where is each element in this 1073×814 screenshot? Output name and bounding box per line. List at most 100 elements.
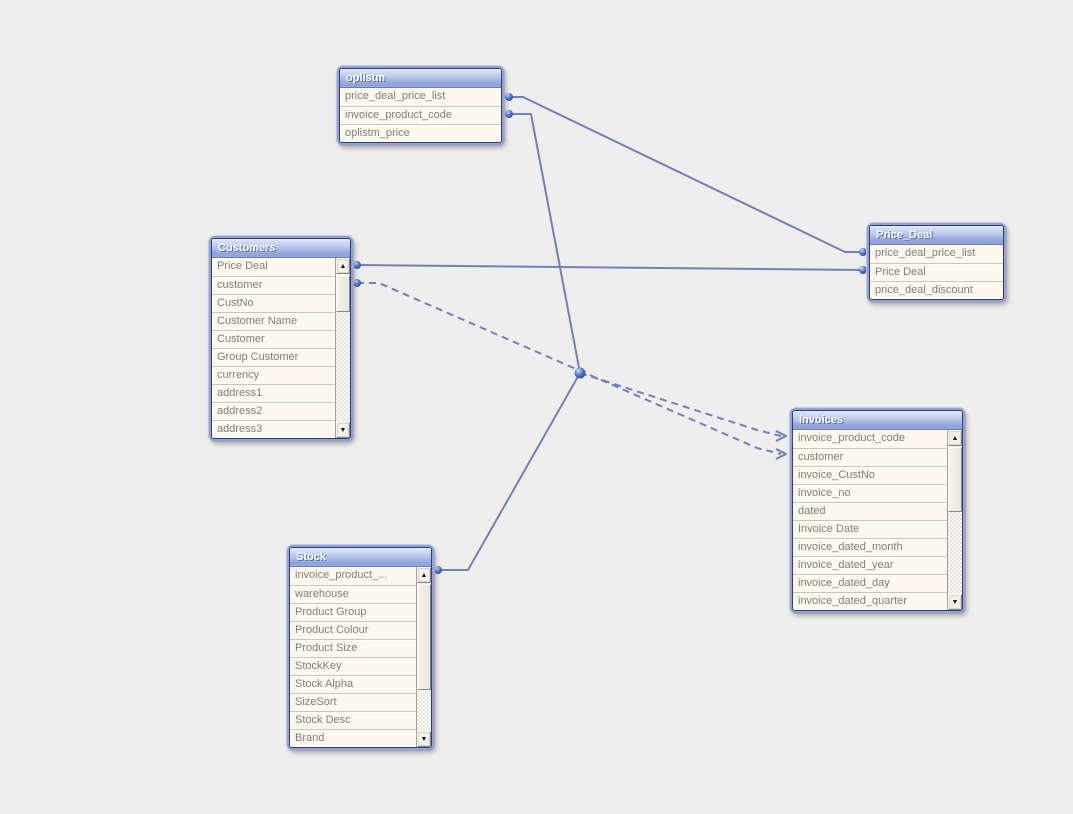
scrollbar-down-button[interactable]: ▼ <box>417 731 431 747</box>
connector-customers-invoices <box>357 282 782 455</box>
endpoint-dot-stock <box>434 566 442 574</box>
field-row[interactable]: address2 <box>212 402 335 420</box>
table-title: oplistm <box>346 72 386 84</box>
field-row[interactable]: dated <box>793 502 947 520</box>
arrowhead-junction-invoices-icon <box>775 430 787 442</box>
connector-junction-invoices <box>579 372 782 437</box>
table-title: Price_Deal <box>876 229 933 241</box>
connector-customers-pricedeal <box>356 264 864 271</box>
field-row[interactable]: Stock Desc <box>290 711 416 729</box>
field-row[interactable]: invoice_dated_month <box>793 538 947 556</box>
field-row[interactable]: price_deal_discount <box>870 281 1003 299</box>
table-header[interactable]: Customers <box>212 239 350 258</box>
field-row[interactable]: Product Colour <box>290 621 416 639</box>
endpoint-dot-oplistm-2 <box>505 110 513 118</box>
scrollbar-track[interactable]: ▲ ▼ <box>947 430 962 610</box>
field-label: price_deal_price_list <box>875 247 976 259</box>
field-label: invoice_CustNo <box>798 469 876 481</box>
field-label: StockKey <box>295 660 342 672</box>
table-header[interactable]: oplistm <box>340 69 501 88</box>
field-row[interactable]: invoice_CustNo <box>793 466 947 484</box>
field-row[interactable]: oplistm_price <box>340 124 501 142</box>
scrollbar-thumb[interactable] <box>948 447 962 512</box>
field-row[interactable]: invoice_product_code <box>793 430 947 448</box>
table-stock[interactable]: Stock invoice_product_... warehouse Prod… <box>287 545 434 750</box>
scrollbar-track[interactable]: ▲ ▼ <box>416 567 431 747</box>
field-row[interactable]: price_deal_price_list <box>340 88 501 106</box>
field-row[interactable]: Product Group <box>290 603 416 621</box>
table-customers[interactable]: Customers Price Deal customer CustNo Cus… <box>209 236 353 441</box>
field-label: invoice_dated_quarter <box>798 595 907 607</box>
field-label: customer <box>798 451 844 463</box>
field-row[interactable]: CustNo <box>212 294 335 312</box>
field-row[interactable]: customer <box>212 276 335 294</box>
scrollbar-up-button[interactable]: ▲ <box>417 567 431 583</box>
arrowhead-customers-invoices-icon <box>775 448 787 460</box>
table-header[interactable]: Invoices <box>793 411 962 430</box>
field-row[interactable]: Brand <box>290 729 416 747</box>
endpoint-dot-customers-1 <box>353 261 361 269</box>
table-title: Customers <box>218 242 276 254</box>
triangle-down-icon: ▼ <box>420 735 428 743</box>
field-label: invoice_dated_day <box>798 577 890 589</box>
field-label: Product Size <box>295 642 358 654</box>
endpoint-dot-pricedeal-1 <box>859 248 867 256</box>
field-row[interactable]: Invoice Date <box>793 520 947 538</box>
scrollbar-down-button[interactable]: ▼ <box>336 422 350 438</box>
scrollbar-up-button[interactable]: ▲ <box>948 430 962 446</box>
field-row[interactable]: Price Deal <box>212 258 335 276</box>
scrollbar-thumb[interactable] <box>336 275 350 312</box>
field-label: Invoice Date <box>798 523 860 535</box>
table-header[interactable]: Stock <box>290 548 431 567</box>
field-label: Stock Alpha <box>295 678 354 690</box>
field-label: price_deal_price_list <box>345 90 446 102</box>
scrollbar-down-button[interactable]: ▼ <box>948 594 962 610</box>
field-label: invoice_dated_year <box>798 559 894 571</box>
field-row[interactable]: Customer Name <box>212 312 335 330</box>
field-row[interactable]: Price Deal <box>870 263 1003 281</box>
field-row[interactable]: Stock Alpha <box>290 675 416 693</box>
field-row[interactable]: address1 <box>212 384 335 402</box>
field-row[interactable]: SizeSort <box>290 693 416 711</box>
table-price-deal[interactable]: Price_Deal price_deal_price_list Price D… <box>867 223 1006 302</box>
triangle-down-icon: ▼ <box>951 598 959 606</box>
field-row[interactable]: invoice_dated_year <box>793 556 947 574</box>
field-label: invoice_product_code <box>798 432 906 444</box>
connector-oplistm-pricedeal <box>509 96 863 253</box>
field-label: Customer Name <box>217 315 298 327</box>
field-row[interactable]: warehouse <box>290 585 416 603</box>
field-row[interactable]: customer <box>793 448 947 466</box>
table-invoices[interactable]: Invoices invoice_product_code customer i… <box>790 408 965 613</box>
field-row[interactable]: Group Customer <box>212 348 335 366</box>
table-title: Stock <box>296 551 326 563</box>
field-label: oplistm_price <box>345 127 410 139</box>
field-label: invoice_dated_month <box>798 541 903 553</box>
table-oplistm[interactable]: oplistm price_deal_price_list invoice_pr… <box>337 66 504 145</box>
triangle-up-icon: ▲ <box>339 262 347 270</box>
field-row[interactable]: address3 <box>212 420 335 438</box>
field-label: Product Group <box>295 606 367 618</box>
field-label: address2 <box>217 405 263 417</box>
field-label: CustNo <box>217 297 254 309</box>
field-label: address1 <box>217 387 263 399</box>
field-label: invoice_no <box>798 487 851 499</box>
field-row[interactable]: currency <box>212 366 335 384</box>
field-row[interactable]: invoice_dated_day <box>793 574 947 592</box>
field-label: invoice_product_... <box>295 569 388 581</box>
field-row[interactable]: invoice_no <box>793 484 947 502</box>
field-row[interactable]: StockKey <box>290 657 416 675</box>
scrollbar-track[interactable]: ▲ ▼ <box>335 258 350 438</box>
endpoint-dot-oplistm-1 <box>505 93 513 101</box>
scrollbar-up-button[interactable]: ▲ <box>336 258 350 274</box>
field-row[interactable]: invoice_product_code <box>340 106 501 124</box>
field-label: Group Customer <box>217 351 299 363</box>
field-row[interactable]: Product Size <box>290 639 416 657</box>
field-row[interactable]: invoice_dated_quarter <box>793 592 947 610</box>
scrollbar-thumb[interactable] <box>417 584 431 690</box>
field-label: SizeSort <box>295 696 337 708</box>
connector-stock-junction <box>438 372 581 571</box>
field-row[interactable]: Customer <box>212 330 335 348</box>
field-row[interactable]: invoice_product_... <box>290 567 416 585</box>
table-header[interactable]: Price_Deal <box>870 226 1003 245</box>
field-row[interactable]: price_deal_price_list <box>870 245 1003 263</box>
